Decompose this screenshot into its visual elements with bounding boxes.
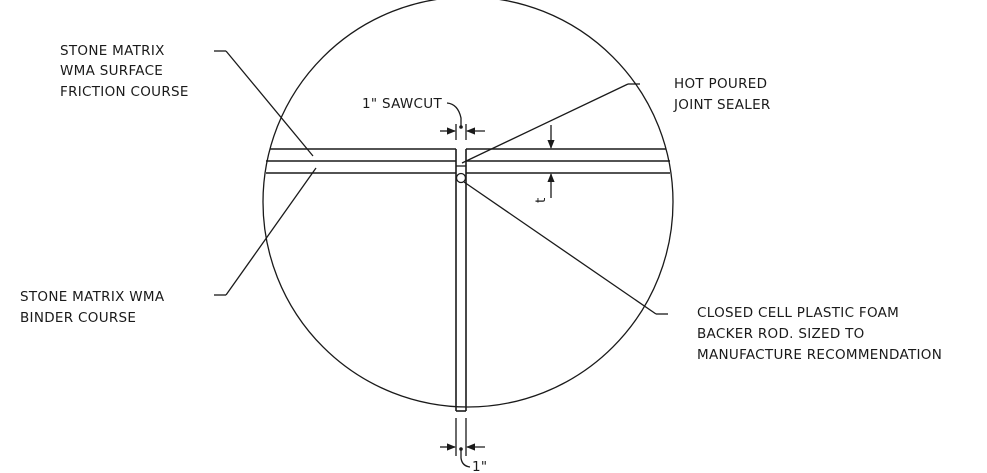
- sawcut-dimension: [440, 102, 485, 140]
- binder-course-label-2: BINDER COURSE: [20, 310, 136, 326]
- joint-sealer-label-2: JOINT SEALER: [673, 97, 771, 113]
- sawcut-label: 1" SAWCUT: [362, 96, 442, 112]
- pavement-layers: [266, 148, 670, 174]
- bottom-dimension: [440, 418, 485, 468]
- joint-sealer-leader: [461, 83, 640, 164]
- surface-course-label-1: STONE MATRIX: [60, 43, 165, 59]
- backer-rod-label-2: BACKER ROD. SIZED TO: [697, 326, 865, 342]
- backer-rod: [455, 172, 467, 184]
- binder-course-leader: [214, 167, 317, 296]
- detail-circle: [262, 0, 674, 408]
- binder-course-label-1: STONE MATRIX WMA: [20, 289, 165, 305]
- joint-sealer-label-1: HOT POURED: [674, 76, 767, 92]
- bottom-dimension-label: 1": [472, 459, 487, 473]
- surface-course-label-3: FRICTION COURSE: [60, 84, 189, 100]
- surface-course-label-2: WMA SURFACE: [60, 63, 163, 79]
- thickness-label: t: [533, 197, 549, 203]
- backer-rod-label-3: MANUFACTURE RECOMMENDATION: [697, 347, 942, 363]
- sawcut-joint: [455, 149, 467, 412]
- surface-course-leader: [214, 50, 314, 157]
- backer-rod-leader: [463, 181, 668, 315]
- backer-rod-label-1: CLOSED CELL PLASTIC FOAM: [697, 305, 899, 321]
